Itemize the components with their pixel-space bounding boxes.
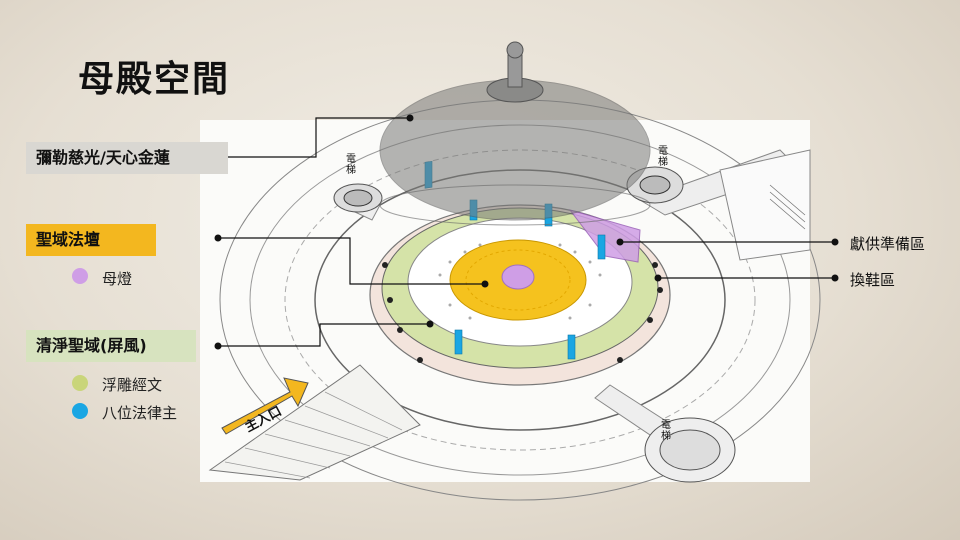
- elevator-right: [626, 166, 684, 204]
- leader-maitreya: [216, 117, 410, 158]
- outer-ring-3: [284, 149, 756, 451]
- elevator-left: [333, 183, 383, 213]
- elevator-label-right: 電梯: [658, 146, 668, 168]
- elevator-bottom: [644, 417, 736, 483]
- offering-label: 獻供準備區: [850, 235, 926, 253]
- elevator-label-left: 電梯: [346, 154, 356, 176]
- page-title: 母殿空間: [78, 59, 231, 100]
- law-master-dot: [72, 403, 88, 419]
- maitreya-label: 彌勒慈光/天心金蓮: [26, 142, 228, 174]
- leader-screen: [218, 323, 430, 347]
- entrance-stairs: [208, 364, 421, 481]
- entrance-arrow: [221, 377, 309, 435]
- legend-law-masters: 八位法律主: [102, 404, 178, 422]
- annex-building: [719, 149, 811, 261]
- relief-scripture-dot: [72, 375, 88, 391]
- mother-lamp-dot: [72, 268, 88, 284]
- shoes-label: 換鞋區: [850, 271, 896, 289]
- holy-altar-label: 聖域法壇: [26, 224, 156, 256]
- dome-finial: [506, 41, 524, 59]
- screen-label: 清淨聖域(屏風): [26, 330, 196, 362]
- mother-lamp: [501, 264, 535, 290]
- legend-relief-scripture: 浮雕經文: [102, 376, 163, 394]
- elevator-label-bottom: 電梯: [661, 420, 671, 442]
- leader-altar: [218, 237, 485, 285]
- legend-mother-lamp: 母燈: [102, 270, 133, 288]
